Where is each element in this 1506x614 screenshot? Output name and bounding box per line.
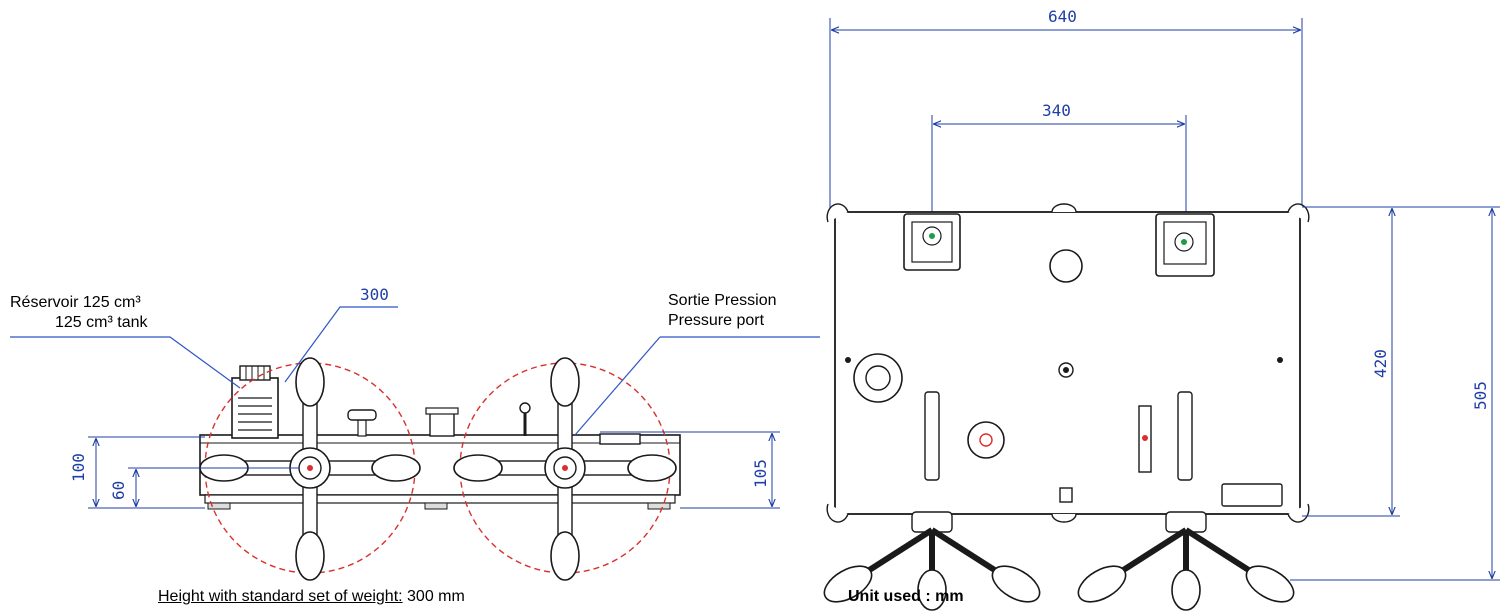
port-label-fr: Sortie Pression — [668, 292, 777, 309]
dim-axis-60: 60 — [109, 481, 128, 500]
height-note: Height with standard set of weight: 300 … — [158, 588, 465, 606]
tank-label-fr: Réservoir 125 cm³ — [10, 294, 141, 311]
unit-note-label: Unit used : mm — [848, 588, 964, 605]
height-note-value: 300 mm — [402, 588, 465, 605]
dim-swing-diameter: 300 — [360, 285, 389, 304]
port-label-en: Pressure port — [668, 312, 765, 329]
tank-label-en: 125 cm³ tank — [55, 314, 148, 331]
tank — [231, 365, 279, 439]
side-view: Réservoir 125 cm³ 125 cm³ tank Sortie Pr… — [10, 285, 820, 581]
unit-note: Unit used : mm — [848, 588, 964, 606]
dim-width-640: 640 — [1048, 7, 1077, 26]
dim-height-100: 100 — [69, 453, 88, 482]
dim-spacing-340: 340 — [1042, 101, 1071, 120]
dim-depth-420: 420 — [1371, 349, 1390, 378]
height-note-label: Height with standard set of weight: — [158, 588, 403, 605]
dim-depth-505: 505 — [1471, 381, 1490, 410]
top-view: 640 340 — [823, 7, 1500, 611]
handle-star-left — [823, 511, 1041, 611]
handle-star-right — [1077, 511, 1295, 611]
dim-height-105: 105 — [751, 459, 770, 488]
